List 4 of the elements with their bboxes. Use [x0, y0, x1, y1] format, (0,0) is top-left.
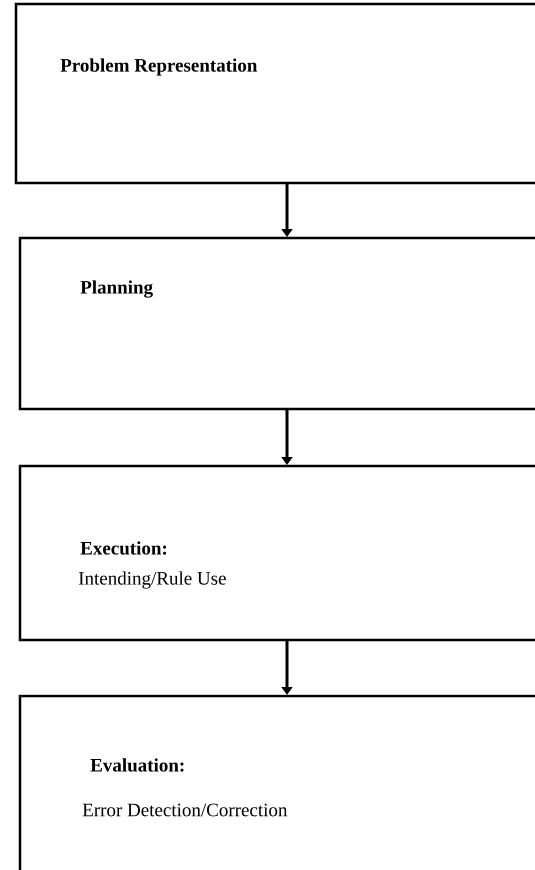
process-box: Execution: Intending/Rule Use [18, 464, 535, 642]
process-box: Problem Representation [14, 2, 535, 184]
process-box: Evaluation: Error Detection/Correction [18, 694, 535, 870]
process-box: Planning [18, 236, 535, 410]
